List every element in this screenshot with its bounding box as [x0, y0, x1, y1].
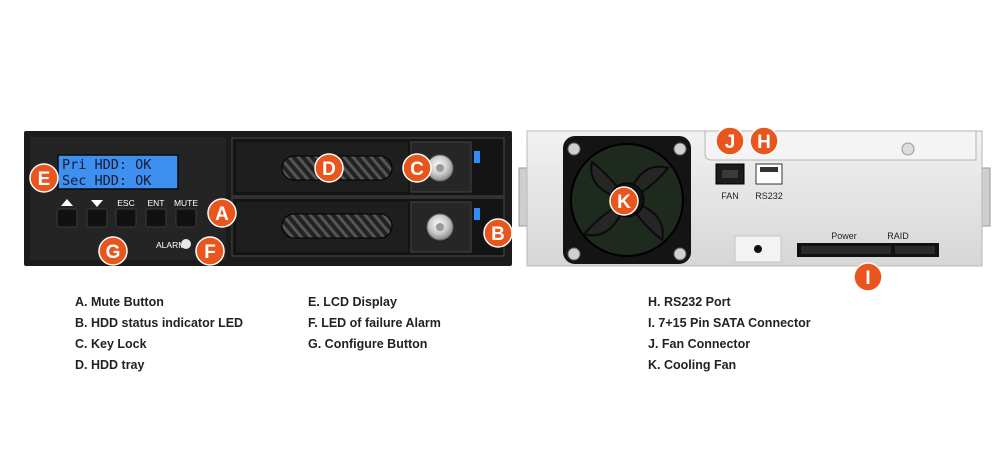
hdd-tray-2[interactable] — [231, 197, 505, 257]
power-label: Power — [831, 231, 857, 241]
lcd-line-2: Sec HDD: OK — [62, 173, 152, 189]
cable-hole — [754, 245, 762, 253]
front-panel: Pri HDD: OK Sec HDD: OK ESC ENT MUTE ALA… — [24, 131, 512, 266]
legend-column-2: E. LCD Display F. LED of failure Alarm G… — [308, 292, 441, 355]
hdd-tray-1[interactable] — [231, 137, 505, 197]
callout-k: K — [609, 186, 639, 216]
svg-text:K: K — [617, 192, 631, 213]
fan-screw-icon — [673, 247, 687, 261]
mute-button[interactable] — [175, 208, 197, 228]
callout-d: D — [314, 153, 344, 183]
legend-item-c: C. Key Lock — [75, 337, 147, 351]
svg-text:H: H — [757, 132, 771, 153]
top-bracket — [704, 130, 977, 161]
callout-c: C — [402, 153, 432, 183]
up-button[interactable] — [56, 199, 78, 228]
down-button[interactable] — [86, 200, 108, 228]
callout-a: A — [207, 198, 237, 228]
fan-screw-icon — [567, 247, 581, 261]
cable-hole-plate — [734, 235, 782, 263]
legend-item-b: B. HDD status indicator LED — [75, 316, 244, 330]
legend-column-1: A. Mute Button B. HDD status indicator L… — [75, 292, 243, 376]
fan-screw-icon — [567, 142, 581, 156]
svg-text:F: F — [204, 242, 216, 263]
legend-item-h: H. RS232 Port — [648, 295, 731, 309]
legend-item-g: G. Configure Button — [308, 337, 428, 351]
esc-button[interactable] — [115, 208, 137, 228]
callout-h: H — [749, 126, 779, 156]
legend-item-a: A. Mute Button — [75, 295, 164, 309]
down-arrow-icon — [91, 200, 103, 207]
legend-item-d: D. HDD tray — [75, 358, 145, 372]
svg-text:C: C — [410, 159, 424, 180]
svg-text:J: J — [725, 132, 736, 153]
hdd-status-led-1 — [474, 151, 480, 163]
alarm-label: ALARM — [156, 240, 185, 250]
ent-button[interactable] — [145, 208, 167, 228]
tray-2-vent — [281, 213, 393, 239]
esc-label: ESC — [117, 198, 134, 208]
fan-label: FAN — [721, 191, 739, 201]
callout-g: G — [98, 236, 128, 266]
svg-text:G: G — [106, 242, 121, 263]
legend-item-j: J. Fan Connector — [648, 337, 751, 351]
svg-text:E: E — [38, 169, 51, 190]
svg-text:A: A — [215, 204, 229, 225]
legend-item-i: I. 7+15 Pin SATA Connector — [648, 316, 811, 330]
legend-item-e: E. LCD Display — [308, 295, 397, 309]
alarm-led — [181, 239, 191, 249]
rs232-label: RS232 — [755, 191, 783, 201]
bracket-screw-icon — [901, 142, 915, 156]
mute-label: MUTE — [174, 198, 198, 208]
svg-text:I: I — [865, 268, 870, 289]
fan-screw-icon — [673, 142, 687, 156]
callout-e: E — [29, 163, 59, 193]
legend-column-3: H. RS232 Port I. 7+15 Pin SATA Connector… — [648, 292, 811, 376]
raid-label: RAID — [887, 231, 909, 241]
lcd-line-1: Pri HDD: OK — [62, 157, 152, 173]
svg-text:B: B — [491, 224, 505, 245]
hdd-status-led-2 — [474, 208, 480, 220]
callout-b: B — [483, 218, 513, 248]
svg-text:D: D — [322, 159, 336, 180]
up-arrow-icon — [61, 199, 73, 206]
legend-item-f: F. LED of failure Alarm — [308, 316, 441, 330]
callout-f: F — [195, 236, 225, 266]
callout-j: J — [715, 126, 745, 156]
ent-label: ENT — [148, 198, 165, 208]
legend-item-k: K. Cooling Fan — [648, 358, 737, 372]
lcd-display — [57, 154, 179, 190]
callout-i: I — [853, 262, 883, 292]
